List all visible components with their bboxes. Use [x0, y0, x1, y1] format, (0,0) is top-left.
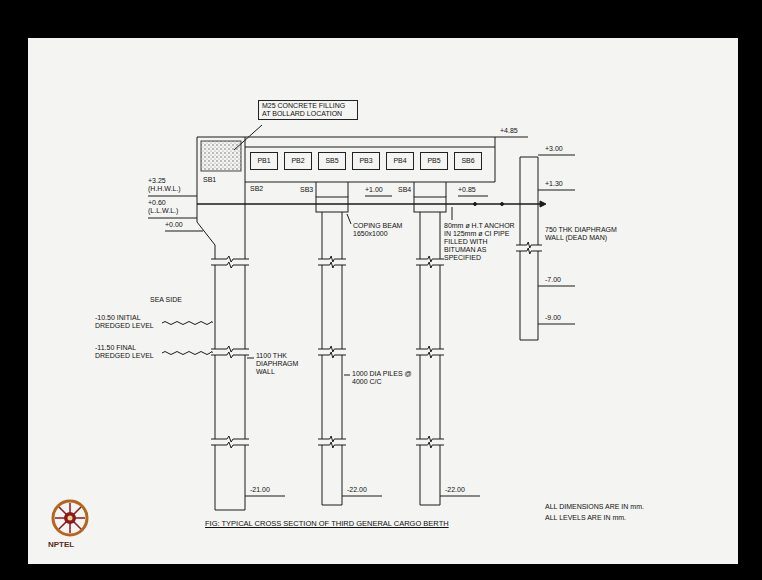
deck-panel: PB2 [284, 152, 312, 170]
part-label: 750 THK DIAPHRAGM WALL (DEAD MAN) [545, 226, 625, 242]
panel-mark: PB3 [359, 157, 372, 164]
level-label: -7.00 [545, 276, 561, 284]
level-label: +0.00 [165, 221, 183, 229]
break-symbol [211, 256, 249, 448]
break-symbol [516, 242, 542, 254]
deck-slab-line [245, 147, 495, 148]
panel-mark: PB2 [291, 157, 304, 164]
figure-caption: FIG: TYPICAL CROSS SECTION OF THIRD GENE… [205, 520, 449, 529]
logo [53, 501, 87, 535]
part-label: 1100 THK DIAPHRAGM WALL [256, 352, 318, 376]
anchor-tie [197, 203, 540, 204]
part-label: 1000 DIA PILES @ 4000 C/C [352, 370, 414, 386]
beam-mark: SB3 [300, 186, 313, 194]
level-label: +3.25 (H.H.W.L.) [148, 177, 192, 193]
watermark: NPTEL [48, 540, 74, 549]
level-line [148, 137, 575, 496]
level-label: -21.00 [250, 486, 270, 494]
panel-mark: PB4 [393, 157, 406, 164]
concrete-filling [201, 141, 241, 171]
anchor-dot [474, 203, 477, 206]
pile [420, 212, 440, 505]
note-text: ALL LEVELS ARE IN mm. [545, 514, 626, 522]
level-label: -22.00 [445, 486, 465, 494]
level-label: +3.00 [545, 145, 563, 153]
note-text: M25 CONCRETE FILLING AT BOLLARD LOCATION [258, 100, 358, 120]
dead-man-wall [520, 157, 538, 340]
dredge-label: -11.50 FINAL DREDGED LEVEL [95, 344, 159, 360]
part-label: 80mm ø H.T ANCHOR IN 125mm ø CI PIPE FIL… [444, 222, 518, 262]
level-label: -9.00 [545, 314, 561, 322]
panel-mark: SB5 [325, 157, 338, 164]
level-label: +4.85 [500, 127, 518, 135]
level-label: +1.00 [365, 186, 383, 194]
side-label: SEA SIDE [150, 296, 182, 304]
note-text: ALL DIMENSIONS ARE IN mm. [545, 503, 644, 511]
level-label: +1.30 [545, 180, 563, 188]
break-symbol [318, 256, 346, 448]
deck-panel: SB6 [454, 152, 482, 170]
beam-mark: SB4 [398, 186, 411, 194]
dredge-label: -10.50 INITIAL DREDGED LEVEL [95, 314, 159, 330]
beam-mark: SB2 [250, 185, 263, 193]
leader-line [234, 125, 452, 375]
deck-panel: PB4 [386, 152, 414, 170]
slide-ground [28, 38, 738, 564]
break-symbol [416, 256, 444, 448]
deck-panel: SB5 [318, 152, 346, 170]
level-label: +0.85 [458, 186, 476, 194]
pile [322, 212, 342, 505]
dredge-line [162, 322, 212, 325]
level-label: +0.60 (L.L.W.L.) [148, 199, 192, 215]
deck-panel: PB5 [420, 152, 448, 170]
anchor-end [540, 201, 546, 207]
deck-panel: PB3 [352, 152, 380, 170]
panel-mark: SB6 [461, 157, 474, 164]
level-label: -22.00 [347, 486, 367, 494]
panel-mark: PB5 [427, 157, 440, 164]
deck-beam [316, 182, 446, 197]
beam-mark: SB1 [203, 176, 216, 184]
dredge-line [162, 352, 212, 355]
deck-panel: PB1 [250, 152, 278, 170]
part-label: COPING BEAM 1650x1000 [353, 222, 411, 238]
anchor-dot [501, 203, 504, 206]
panel-mark: PB1 [257, 157, 270, 164]
